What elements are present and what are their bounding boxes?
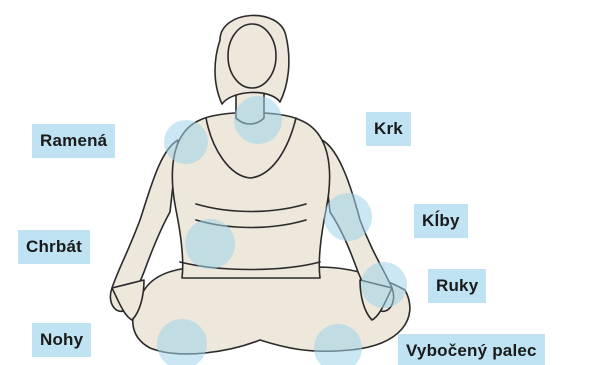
label-joints: Kĺby (414, 204, 468, 238)
label-back: Chrbát (18, 230, 90, 264)
label-shoulders: Ramená (32, 124, 115, 158)
label-legs: Nohy (32, 323, 91, 357)
label-bunion: Vybočený palec (398, 334, 545, 365)
head-shape (228, 24, 276, 88)
highlight-hands (361, 262, 407, 308)
highlight-joints (324, 193, 372, 241)
highlight-back (185, 219, 235, 269)
label-hands: Ruky (428, 269, 486, 303)
highlight-shoulders (164, 120, 208, 164)
highlight-neck (234, 96, 282, 144)
label-neck: Krk (366, 112, 411, 146)
